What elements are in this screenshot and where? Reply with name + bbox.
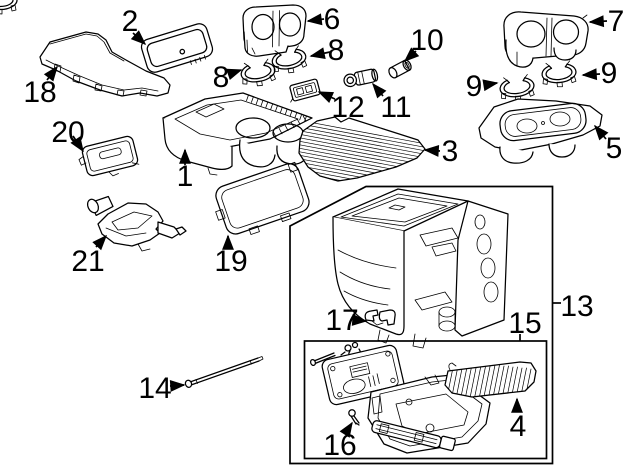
part-18-console-side-trim <box>39 31 171 97</box>
part-5-console-top <box>478 98 603 164</box>
part-9-ring-right <box>540 59 578 90</box>
callout-8-right[interactable]: 8 <box>328 34 345 67</box>
assembly-box-15 <box>303 340 548 460</box>
part-bolt <box>309 352 336 367</box>
callout-3[interactable]: 3 <box>442 135 459 168</box>
callout-6[interactable]: 6 <box>324 3 341 36</box>
part-2-tray <box>140 23 214 73</box>
part-8-ring-left <box>238 57 278 90</box>
callout-11[interactable]: 11 <box>380 91 411 124</box>
part-latch-clip <box>340 341 361 358</box>
callout-8-left[interactable]: 8 <box>213 61 230 94</box>
part-10-bulb <box>388 59 412 79</box>
callout-14[interactable]: 14 <box>138 372 171 405</box>
callout-5[interactable]: 5 <box>606 132 623 165</box>
callout-15[interactable]: 15 <box>508 307 541 340</box>
callout-labels: 1 2 3 4 5 6 7 8 8 9 9 10 11 12 13 14 15 … <box>23 3 624 462</box>
callout-9-left[interactable]: 9 <box>466 70 483 103</box>
part-20-module <box>78 135 140 177</box>
callout-9-right[interactable]: 9 <box>601 57 618 90</box>
callout-19[interactable]: 19 <box>214 245 247 278</box>
callout-2[interactable]: 2 <box>122 5 139 38</box>
part-14-rod <box>184 356 264 388</box>
part-12-switch <box>289 78 321 103</box>
callout-12[interactable]: 12 <box>331 91 364 124</box>
part-6-cup-holder <box>242 4 307 57</box>
callout-21[interactable]: 21 <box>71 245 104 278</box>
part-16-push-pin <box>348 409 360 426</box>
ring-template <box>0 0 18 15</box>
part-11-lighter <box>343 68 379 88</box>
assembly-box-13 <box>289 185 554 465</box>
part-7-cup-holder <box>503 11 589 68</box>
callout-10[interactable]: 10 <box>410 24 443 57</box>
callout-4[interactable]: 4 <box>510 410 527 443</box>
callout-13[interactable]: 13 <box>560 290 593 323</box>
callout-7[interactable]: 7 <box>608 5 625 38</box>
callout-16[interactable]: 16 <box>323 429 356 462</box>
callout-20[interactable]: 20 <box>51 116 84 149</box>
part-3-rubber-mat <box>298 116 426 182</box>
callout-17[interactable]: 17 <box>325 304 358 337</box>
leader-lines <box>43 13 609 438</box>
part-19-lid-panel <box>215 161 310 235</box>
callout-18[interactable]: 18 <box>23 76 56 109</box>
part-4-rubber-mat <box>444 361 537 398</box>
part-21-bracket-assembly <box>86 195 187 252</box>
part-13-console-body <box>332 188 509 349</box>
callout-1[interactable]: 1 <box>177 160 194 193</box>
